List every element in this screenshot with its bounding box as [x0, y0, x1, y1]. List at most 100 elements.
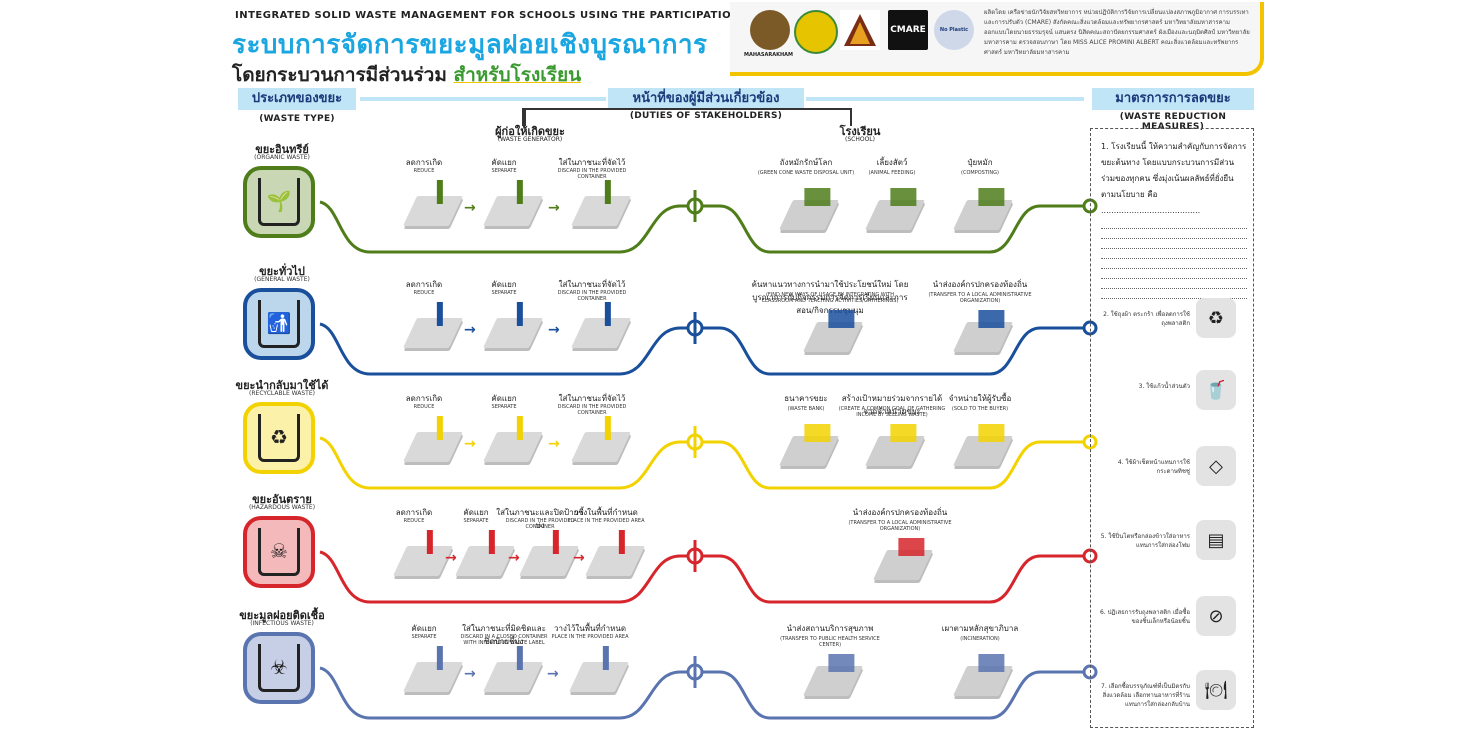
- subtitle-en: INTEGRATED SOLID WASTE MANAGEMENT FOR SC…: [235, 10, 800, 21]
- gen-step-label: ลดการเกิด: [405, 280, 443, 289]
- environment-faculty-logo-icon: [794, 10, 838, 54]
- logo-label-0: MAHASARAKHAM: [744, 52, 793, 58]
- measures-header: มาตรการการลดขยะ: [1092, 88, 1254, 110]
- school-step-label: ถังหมักรักษ์โลก: [779, 158, 833, 167]
- school-step-label: นำส่งสถานบริการสุขภาพ: [786, 624, 874, 633]
- waste-title-infectious: ขยะมูลฝอยติดเชื้อ: [239, 609, 325, 622]
- cmare-logo-icon: CMARE: [888, 10, 928, 50]
- school-step-label-en: (TRANSFER TO A LOCAL ADMINISTRATIVE ORGA…: [928, 292, 1032, 304]
- page-title: ระบบการจัดการขยะมูลฝอยเชิงบูรณาการ: [232, 30, 708, 60]
- bracket-left: [522, 108, 526, 126]
- arrow-right-icon: →: [464, 666, 476, 682]
- waste-icon-box-general: 🚮: [243, 288, 315, 360]
- gen-step-label: ใส่ในภาชนะที่จัดไว้: [558, 158, 626, 167]
- school-step-label-en: (GREEN CONE WASTE DISPOSAL UNIT): [757, 170, 855, 176]
- waste-title-en-organic: (ORGANIC WASTE): [254, 154, 310, 161]
- gen-step-label-en: REDUCE: [413, 404, 435, 410]
- gen-step-label: ใส่ในภาชนะที่มิดชิดและปิดป้ายชี้บ่ง: [462, 624, 546, 646]
- school-step-label-en: (TRANSFER TO A LOCAL ADMINISTRATIVE ORGA…: [848, 520, 952, 532]
- gen-step-label: วางในพื้นที่กำหนด: [574, 508, 638, 517]
- gen-step-label-en: SEPARATE: [491, 404, 517, 410]
- measure-text: 3. ใช้แก้วน้ำส่วนตัว: [1138, 383, 1190, 390]
- arrow-right-icon: →: [548, 322, 560, 338]
- credit-panel: MAHASARAKHAM CMARE No Plastic ผลิตโดย เค…: [730, 2, 1264, 76]
- waste-title-general: ขยะทั่วไป: [259, 265, 305, 278]
- gen-step-label: ลดการเกิด: [405, 394, 443, 403]
- gen-step-label: คัดแยก: [491, 280, 517, 289]
- school-step-label-en: (TRANSFER TO PUBLIC HEALTH SERVICE CENTE…: [780, 636, 880, 648]
- school-step-label: เผาตามหลักสุขาภิบาล: [941, 624, 1019, 633]
- school-step-label-en: (ANIMAL FEEDING): [868, 170, 916, 176]
- waste-title-en-general: (GENERAL WASTE): [254, 276, 310, 283]
- handkerchief-icon: ◇: [1196, 446, 1236, 486]
- waste-type-header: ประเภทของขยะ: [238, 88, 356, 110]
- waste-icon-box-hazardous: ☠: [243, 516, 315, 588]
- school-label: โรงเรียน: [839, 125, 881, 138]
- waste-title-recyclable: ขยะนำกลับมาใช้ได้: [235, 379, 329, 392]
- gen-step-label: คัดแยก: [491, 158, 517, 167]
- subtitle-highlight: สำหรับโรงเรียน: [453, 64, 582, 86]
- gen-step-label-en: SEPARATE: [411, 634, 437, 640]
- gen-step-label: คัดแยก: [463, 508, 489, 517]
- school-step-label: นำส่งองค์กรปกครองท้องถิ่น: [852, 508, 948, 517]
- gen-step-label-en: SEPARATE: [491, 168, 517, 174]
- arrow-right-icon: →: [464, 322, 476, 338]
- credit-text: ผลิตโดย เครือข่ายนักวิจัยสหวิทยาการ หน่ว…: [984, 9, 1250, 56]
- gen-step-label-en: DISCARD IN A CLOSED CONTAINER WITH INFEC…: [460, 634, 548, 646]
- measures-header-en: (WASTE REDUCTION MEASURES): [1119, 112, 1227, 132]
- waste-icon-box-infectious: ☣: [243, 632, 315, 704]
- bracket-top: [522, 108, 852, 110]
- school-step-label-en: (INCINERATION): [960, 636, 1000, 642]
- arrow-right-icon: →: [548, 436, 560, 452]
- gen-step-label-en: DISCARD IN THE PROVIDED CONTAINER: [505, 518, 575, 530]
- school-step-label-en: (FIND NEW WAYS OF USAGE BY INTEGRATING W…: [761, 292, 899, 304]
- gen-step-label: คัดแยก: [491, 394, 517, 403]
- measure-1-lines: [1101, 219, 1247, 299]
- gen-step-label: ใส่ในภาชนะที่จัดไว้: [558, 280, 626, 289]
- gen-step-label-en: DISCARD IN THE PROVIDED CONTAINER: [557, 290, 627, 302]
- measure-text: 5. ใช้ปิ่นโตหรือกล่องข้าวใส่อาหาร แทนการ…: [1100, 533, 1190, 549]
- mahasarakham-logo-icon: [750, 10, 790, 50]
- school-step-label: ธนาคารขยะ: [784, 394, 828, 403]
- gen-step-label-en: PLACE IN THE PROVIDED AREA: [551, 634, 629, 640]
- gen-step-label: ลดการเกิด: [405, 158, 443, 167]
- gen-step-label: ลดการเกิด: [395, 508, 433, 517]
- page-subtitle: โดยกระบวนการมีส่วนร่วม สำหรับโรงเรียน: [232, 60, 581, 90]
- duties-header-en: (DUTIES OF STAKEHOLDERS): [629, 111, 783, 121]
- measure-text: 7. เลือกซื้อบรรจุภัณฑ์ที่เป็นมิตรกับสิ่ง…: [1101, 683, 1190, 708]
- school-step-label: จำหน่ายให้ผู้รับซื้อ: [948, 394, 1012, 403]
- no-bag-icon: ⊘: [1196, 596, 1236, 636]
- gen-step-label-en: DISCARD IN THE PROVIDED CONTAINER: [557, 404, 627, 416]
- school-step-label: นำส่งองค์กรปกครองท้องถิ่น: [932, 280, 1028, 289]
- arrow-right-icon: →: [573, 550, 585, 566]
- gen-step-label-en: REDUCE: [413, 168, 435, 174]
- school-step-label: ปุ๋ยหมัก: [967, 158, 993, 167]
- waste-type-header-en: (WASTE TYPE): [259, 114, 335, 124]
- arrow-right-icon: →: [464, 200, 476, 216]
- generator-label: ผู้ก่อให้เกิดขยะ: [495, 125, 565, 138]
- arrow-right-icon: →: [548, 200, 560, 216]
- cloth-bag-icon: ♻: [1196, 298, 1236, 338]
- gen-step-label-en: SEPARATE: [463, 518, 489, 524]
- school-step-label: เลี้ยงสัตว์: [876, 158, 908, 167]
- school-step-label-en: (CREATE A COMMON GOAL OF GATHERING INCOM…: [838, 406, 946, 418]
- biohazard-icon: ☣: [258, 644, 300, 692]
- gen-step-label-en: DISCARD IN THE PROVIDED CONTAINER: [557, 168, 627, 180]
- arrow-right-icon: →: [508, 550, 520, 566]
- school-step-label-en: (SOLD TO THE BUYER): [951, 406, 1009, 412]
- measures-box: 1. โรงเรียนนี้ ให้ความสำคัญกับการจัดการข…: [1090, 128, 1254, 728]
- waste-title-en-infectious: (INFECTIOUS WASTE): [250, 620, 314, 627]
- waste-title-en-recyclable: (RECYCLABLE WASTE): [249, 390, 315, 397]
- duties-header: หน้าที่ของผู้มีส่วนเกี่ยวข้อง: [608, 88, 804, 110]
- cup-icon: 🥤: [1196, 370, 1236, 410]
- school-step-label-en: (COMPOSTING): [961, 170, 999, 176]
- subtitle-th: โดยกระบวนการมีส่วนร่วม: [232, 64, 447, 86]
- bracket-right: [850, 108, 852, 126]
- trash-person-icon: 🚮: [258, 300, 300, 348]
- pyramid-logo-icon: [840, 10, 880, 50]
- school-label-en: (SCHOOL): [845, 136, 875, 143]
- school-step-label-en: (WASTE BANK): [787, 406, 825, 412]
- gen-step-label: วางไว้ในพื้นที่กำหนด: [553, 624, 627, 633]
- measure-text: 2. ใช้ถุงผ้า ตระกร้า เพื่อลดการใช้ถุงพลา…: [1103, 311, 1190, 327]
